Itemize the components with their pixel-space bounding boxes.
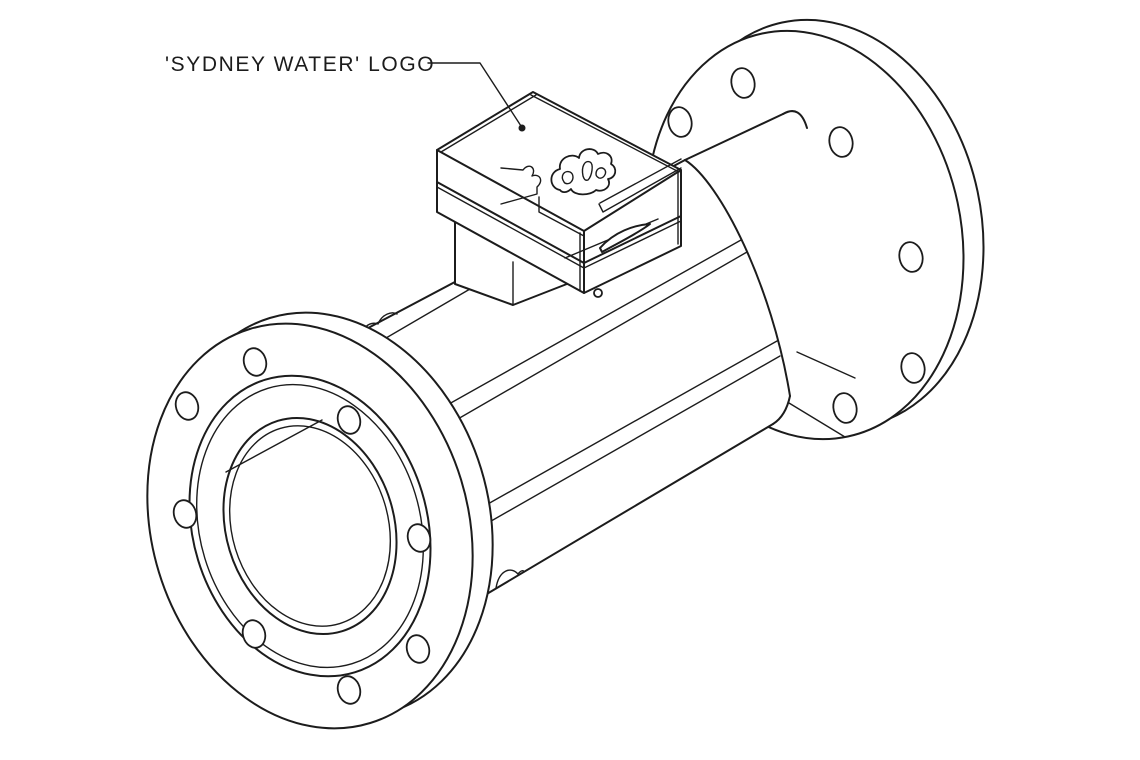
leader-line — [427, 62, 522, 127]
left-flange-face — [146, 322, 474, 730]
left-flange — [146, 311, 494, 730]
lid-step-inner — [599, 158, 682, 204]
box-top-front-left-edge — [436, 149, 585, 232]
label-recess-corner — [538, 196, 585, 237]
cone-base-rim — [684, 159, 791, 397]
left-flange-bore-chamfer — [228, 425, 392, 627]
leader-dot — [518, 124, 526, 132]
sydney-water-logo-icon — [550, 148, 617, 196]
annotation-label: 'SYDNEY WATER' LOGO — [165, 53, 435, 76]
cone-top-edge — [684, 113, 784, 161]
box-top-bevel-left — [440, 94, 537, 153]
left-flange-bolt-holes — [172, 347, 432, 705]
bore-internal-edge — [225, 419, 323, 473]
pedestal-pin — [593, 288, 603, 298]
seal-wire — [564, 218, 659, 259]
hub-top-cap — [782, 110, 808, 129]
box-top-bevel-right — [530, 94, 680, 173]
box-top-front-right-edge — [583, 169, 682, 232]
right-flange-bolt-holes — [667, 67, 926, 424]
left-flange-bore — [222, 416, 398, 636]
body-bottom-silhouette — [479, 423, 774, 599]
lid-step-wall — [598, 167, 682, 213]
left-flange-raised-ring-outer — [188, 374, 432, 678]
register-box — [436, 91, 682, 294]
seal-leaf — [599, 223, 651, 253]
box-seam — [436, 181, 682, 269]
parting-seam-bottom — [495, 569, 525, 589]
annotation: 'SYDNEY WATER' LOGO — [165, 53, 526, 132]
hub-bottom-fillet — [772, 395, 791, 425]
left-flange-raised-ring-inner — [195, 383, 425, 669]
hub-bottom-edge-1 — [796, 351, 856, 379]
label-recess-squiggle — [500, 165, 542, 205]
hub-bottom-edge-2 — [788, 402, 846, 438]
